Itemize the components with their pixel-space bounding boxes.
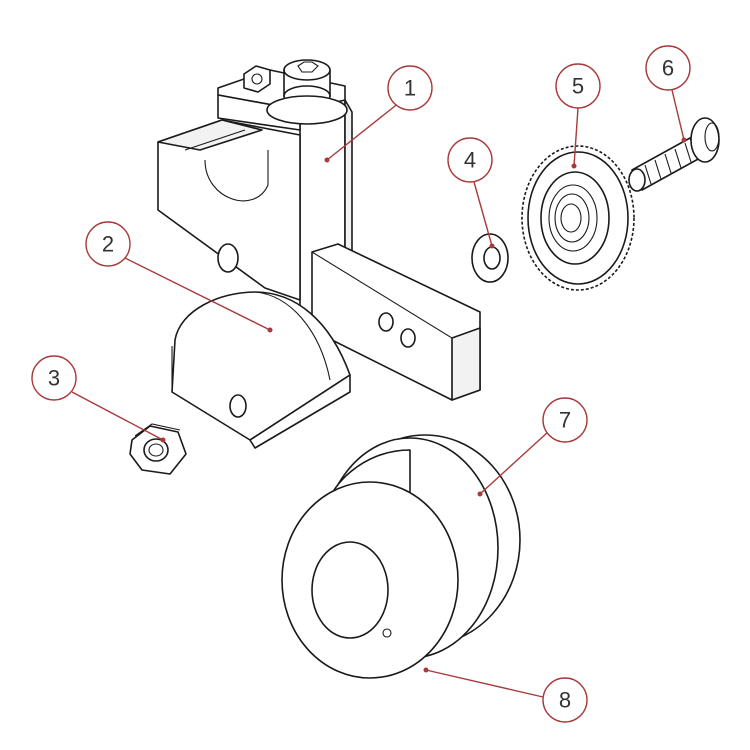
part-roller-wheel [281, 434, 521, 679]
part-knurled-wheel [521, 145, 635, 291]
part-shoulder-screw [628, 117, 720, 192]
callout-6: 6 [645, 45, 691, 143]
part-pivot-block [171, 291, 351, 449]
callout-7: 7 [477, 397, 588, 497]
callout-2: 2 [85, 221, 273, 333]
callout-6-label: 6 [662, 56, 674, 81]
callout-5-label: 5 [572, 74, 584, 99]
callout-3-label: 3 [48, 366, 60, 391]
part-washer [471, 233, 509, 283]
callout-4: 4 [447, 137, 495, 249]
callout-4-label: 4 [464, 148, 476, 173]
callout-5: 5 [555, 63, 601, 169]
callout-7-label: 7 [559, 408, 571, 433]
callout-8-label: 8 [559, 688, 571, 713]
callout-1: 1 [324, 65, 433, 163]
callout-3: 3 [31, 355, 166, 443]
part-hex-nut [129, 423, 187, 475]
callout-2-label: 2 [102, 232, 114, 257]
callout-8: 8 [423, 667, 588, 723]
part-clamp-body [157, 59, 481, 401]
callout-1-label: 1 [404, 76, 416, 101]
